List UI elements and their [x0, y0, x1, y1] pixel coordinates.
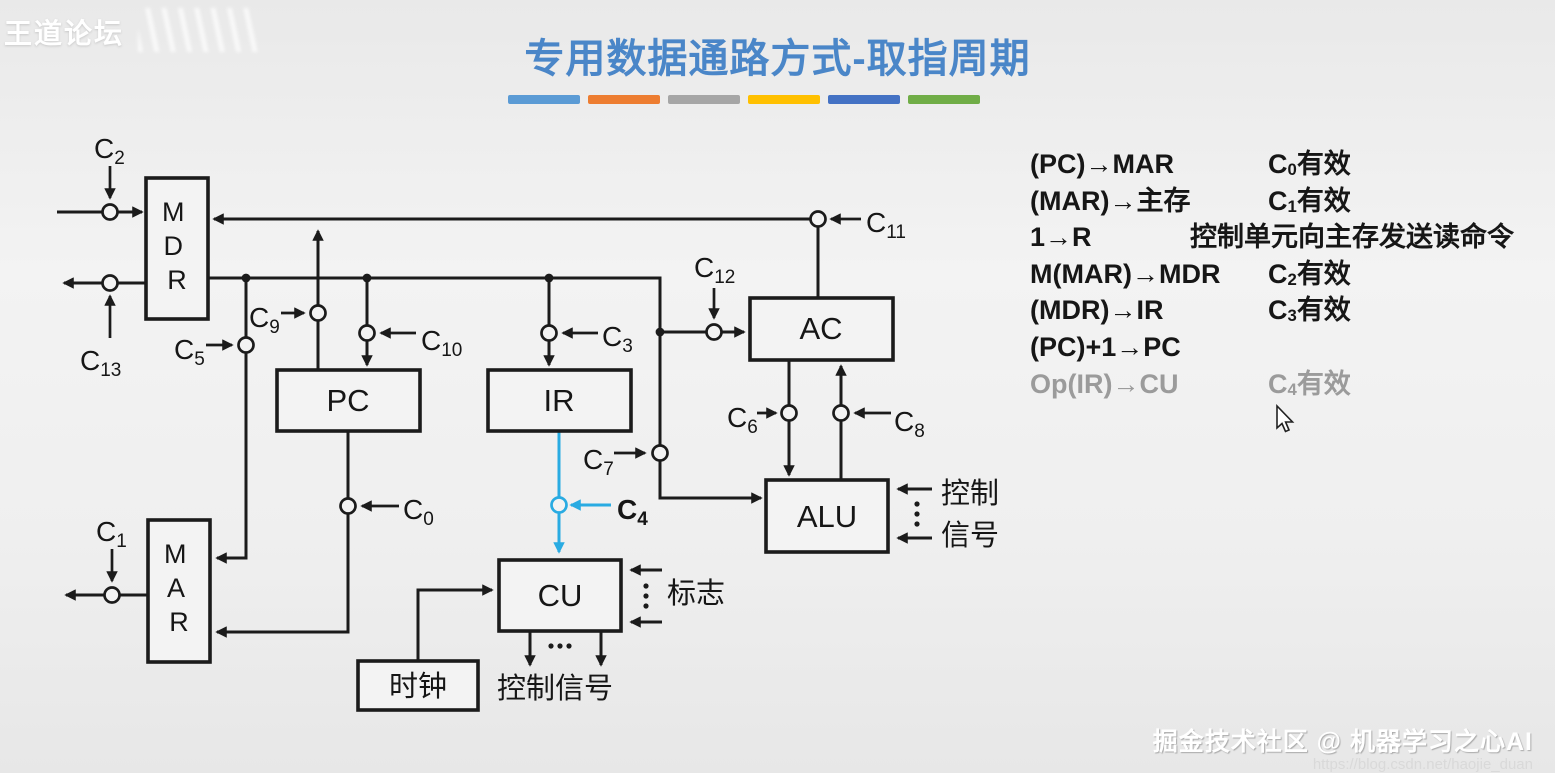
url-watermark: https://blog.csdn.net/haojie_duan	[1312, 756, 1533, 773]
svg-text:C9: C9	[249, 302, 280, 338]
community-watermark: 掘金技术社区 @ 机器学习之心AI	[1152, 728, 1533, 756]
watermark-bottom-right: 掘金技术社区 @ 机器学习之心AI https://blog.csdn.net/…	[1153, 722, 1533, 773]
valve-c0: C0	[339, 494, 434, 530]
label-flags: 标志	[667, 577, 725, 610]
junction-dot	[655, 327, 665, 337]
label-alu-control-1: 控制	[941, 477, 999, 510]
svg-text:C13: C13	[80, 345, 121, 381]
step-row: 1→R 控制单元向主存发送读命令	[1030, 219, 1555, 256]
svg-text:C1: C1	[96, 516, 127, 552]
microop-steps: (PC)→MAR C0有效 (MAR)→主存 C1有效 1→R 控制单元向主存发…	[1030, 146, 1555, 402]
label-cu: CU	[538, 578, 583, 613]
box-ir	[486, 368, 633, 433]
page-title: 专用数据通路方式-取指周期	[524, 37, 1031, 81]
svg-text:C8: C8	[894, 406, 925, 442]
label-ac: AC	[799, 311, 842, 346]
step-expr: (MAR)→主存	[1030, 185, 1191, 216]
svg-text:C10: C10	[421, 325, 462, 361]
step-expr: (PC)→MAR	[1030, 149, 1174, 179]
register-boxes: M D R M A R PC IR AC ALU CU 时钟	[144, 176, 895, 712]
label-alu: ALU	[797, 499, 857, 534]
svg-text:C5: C5	[174, 334, 205, 370]
step-expr: (MDR)→IR	[1030, 295, 1164, 326]
step-note: 控制单元向主存发送读命令	[1190, 222, 1514, 253]
wire-pc-to-mar	[215, 432, 350, 638]
step-note: C3有效	[1268, 295, 1351, 326]
mouse-cursor	[1276, 404, 1295, 433]
step-expr: (PC)+1→PC	[1030, 331, 1181, 362]
title-divider-bars	[508, 95, 980, 104]
valve-c8: C8	[832, 404, 925, 442]
divider-bar	[748, 95, 820, 104]
valve-c6: C6	[727, 402, 798, 438]
label-mar: M A R	[164, 539, 194, 637]
box-clock	[356, 659, 480, 712]
junction-dot	[241, 273, 251, 283]
diagram-annotations: 控制 信号 标志 控制信号	[497, 477, 999, 705]
valve-c13: C13	[80, 274, 121, 381]
svg-text:C11: C11	[866, 207, 906, 243]
valve-c10: C10	[358, 324, 462, 361]
step-expr: M(MAR)→MDR	[1030, 258, 1221, 289]
valve-c2: C2	[94, 133, 125, 221]
box-mar	[146, 518, 212, 664]
svg-text:C7: C7	[583, 444, 614, 480]
box-cu	[497, 558, 623, 633]
step-row: (MAR)→主存 C1有效	[1030, 183, 1555, 220]
divider-bar	[588, 95, 660, 104]
step-row: (PC)→MAR C0有效	[1030, 146, 1555, 183]
box-mdr	[144, 176, 210, 321]
valve-c9: C9	[249, 302, 327, 338]
step-note: C0有效	[1268, 149, 1351, 179]
step-note: C4有效	[1268, 368, 1351, 399]
step-row: M(MAR)→MDR C2有效	[1030, 256, 1555, 293]
valve-c4-circle	[550, 496, 568, 514]
divider-bar	[668, 95, 740, 104]
step-note: C2有效	[1268, 258, 1351, 289]
divider-bar	[508, 95, 580, 104]
step-row: (MDR)→IR C3有效	[1030, 292, 1555, 329]
label-cu-outputs: 控制信号	[497, 672, 613, 705]
divider-bar	[908, 95, 980, 104]
wire-mdr-to-mar	[215, 278, 248, 564]
svg-text:C0: C0	[403, 494, 434, 530]
svg-text:C6: C6	[727, 402, 758, 438]
wire-clock-to-cu	[416, 584, 494, 661]
c4-highlight-path: C4	[550, 432, 648, 554]
watermark-smudge	[138, 8, 258, 52]
box-ac	[748, 296, 895, 362]
valve-c1: C1	[96, 516, 127, 604]
valve-c3: C3	[540, 321, 633, 357]
svg-text:C3: C3	[602, 321, 633, 357]
step-expr: 1→R	[1030, 222, 1092, 253]
wire-mdr-bus-to-alu	[208, 276, 763, 504]
valve-c12: C12	[694, 252, 735, 341]
junction-dot	[362, 273, 372, 283]
svg-text:C2: C2	[94, 133, 125, 169]
label-pc: PC	[326, 383, 369, 418]
valve-c11: C11	[809, 207, 906, 243]
valve-c7: C7	[583, 444, 669, 480]
step-note: C1有效	[1268, 185, 1351, 216]
step-expr: Op(IR)→CU	[1030, 368, 1179, 399]
watermark-top-left: 王道论坛	[4, 18, 125, 49]
svg-text:C12: C12	[694, 252, 735, 288]
label-ir: IR	[544, 383, 575, 418]
junction-dot	[544, 273, 554, 283]
box-pc	[275, 368, 422, 433]
valve-c4-label: C4	[617, 494, 648, 530]
step-row: (PC)+1→PC	[1030, 329, 1555, 366]
label-mdr: M D R	[162, 197, 192, 295]
step-row: Op(IR)→CU C4有效	[1030, 366, 1555, 403]
label-clock: 时钟	[389, 670, 447, 703]
divider-bar	[828, 95, 900, 104]
label-alu-control-2: 信号	[941, 519, 999, 552]
control-valves: C2 C13 C1 C5 C9 C10	[80, 133, 925, 604]
box-alu	[764, 478, 890, 554]
valve-c5: C5	[174, 334, 255, 370]
